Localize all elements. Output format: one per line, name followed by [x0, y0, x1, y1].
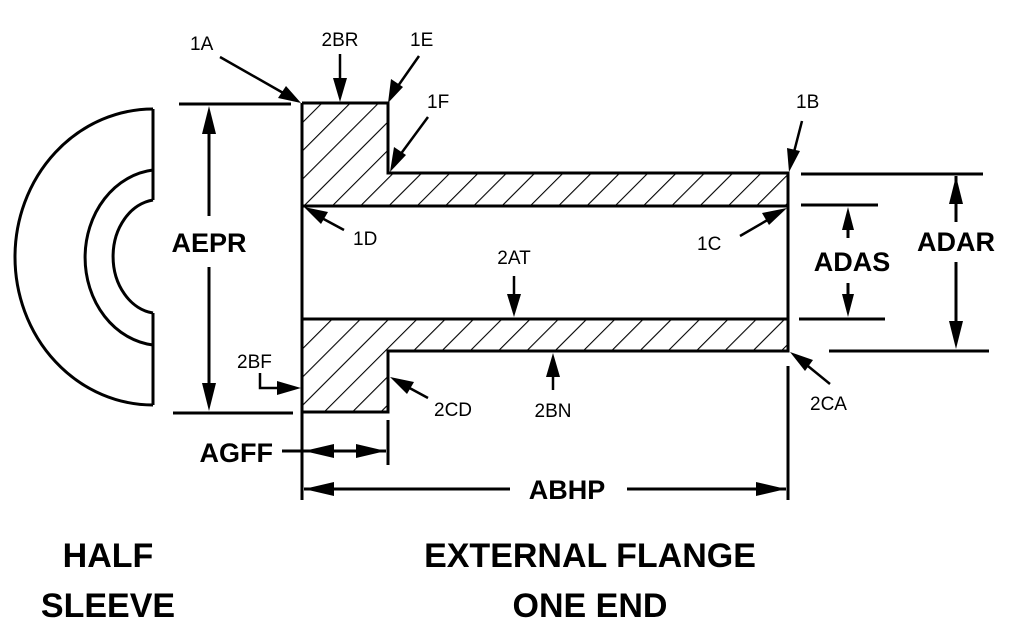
- svg-text:1F: 1F: [427, 92, 449, 113]
- callout-2cd: 2CD: [390, 377, 472, 421]
- svg-text:1E: 1E: [410, 30, 433, 51]
- lower-section-outline: [302, 317, 790, 414]
- aepr-dimension: AEPR: [171, 102, 293, 415]
- section-view-title-line1: EXTERNAL FLANGE: [424, 537, 756, 575]
- callout-1d: 1D: [304, 207, 377, 250]
- section-view: [300, 101, 790, 500]
- agff-dimension: AGFF: [200, 438, 386, 468]
- callout-1a: 1A: [190, 34, 301, 103]
- upper-section-outline: [302, 101, 790, 208]
- adas-label: ADAS: [814, 247, 891, 277]
- inner-arc: [111, 198, 154, 315]
- adar-label: ADAR: [917, 227, 995, 257]
- svg-text:2BN: 2BN: [535, 401, 572, 422]
- svg-text:1D: 1D: [353, 229, 377, 250]
- callout-2at: 2AT: [497, 248, 531, 317]
- half-sleeve-view: [13, 107, 155, 407]
- callout-2bn: 2BN: [535, 353, 572, 422]
- callout-2bf: 2BF: [237, 352, 301, 395]
- adar-dimension: ADAR: [801, 172, 995, 353]
- section-view-title-line2: ONE END: [513, 587, 668, 625]
- callout-2br: 2BR: [322, 30, 359, 102]
- outer-arc: [13, 107, 154, 407]
- callout-1e: 1E: [388, 30, 433, 103]
- half-sleeve-title-line1: HALF: [63, 537, 154, 575]
- svg-text:1C: 1C: [697, 234, 721, 255]
- half-sleeve-title-line2: SLEEVE: [41, 587, 175, 625]
- callout-1f: 1F: [390, 92, 449, 172]
- svg-text:1B: 1B: [796, 92, 819, 113]
- aepr-label: AEPR: [171, 228, 246, 258]
- abhp-dimension: ABHP: [304, 475, 786, 505]
- middle-arc: [83, 168, 154, 347]
- svg-text:2AT: 2AT: [497, 248, 531, 269]
- callout-1b: 1B: [787, 92, 819, 172]
- callout-1c: 1C: [697, 208, 787, 255]
- abhp-label: ABHP: [529, 475, 606, 505]
- lower-section-hatch: [302, 319, 788, 412]
- adas-dimension: ADAS: [799, 203, 891, 321]
- svg-text:2CD: 2CD: [434, 400, 472, 421]
- svg-text:1A: 1A: [190, 34, 214, 55]
- callout-2ca: 2CA: [790, 352, 847, 415]
- agff-label: AGFF: [200, 438, 274, 468]
- svg-text:2CA: 2CA: [810, 394, 847, 415]
- svg-text:2BF: 2BF: [237, 352, 272, 373]
- upper-section-hatch: [302, 103, 788, 206]
- svg-text:2BR: 2BR: [322, 30, 359, 51]
